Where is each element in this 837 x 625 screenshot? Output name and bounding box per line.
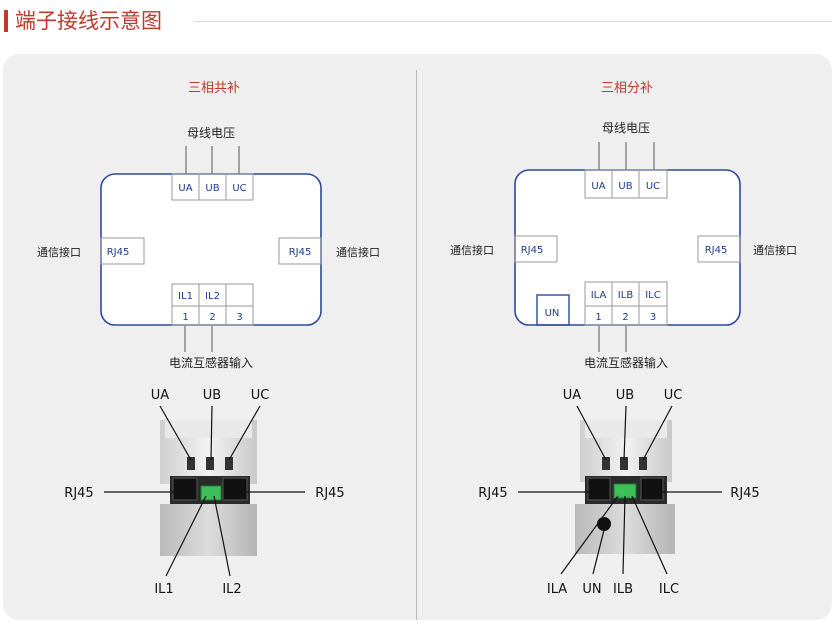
- right-photo-callouts: UA UB UC RJ45 RJ45 ILA UN ILB ILC: [478, 388, 759, 597]
- left-cell-uc: [225, 173, 254, 201]
- right-comm-right-label: 通信接口: [753, 244, 797, 257]
- left-callout-il2: [213, 495, 231, 577]
- left-rj45-left-cell: [100, 237, 145, 265]
- panel-divider: [416, 70, 417, 620]
- right-device-photo: [575, 420, 675, 554]
- right-rj45-left-cell: [514, 235, 558, 263]
- left-cell-uc-text: UC: [232, 183, 246, 194]
- left-photo-terminal-ua: [187, 457, 195, 470]
- right-photo-label-ub: UB: [616, 388, 634, 403]
- right-callout-un: [592, 529, 605, 575]
- right-photo-label-un: UN: [582, 582, 601, 597]
- left-callout-ub: [210, 405, 213, 461]
- right-cell-ilc-text: ILC: [645, 290, 661, 301]
- right-photo-rj45-left-port: [587, 477, 611, 501]
- left-comm-right-label: 通信接口: [336, 246, 380, 259]
- left-photo-ct-terminal: [200, 485, 222, 501]
- left-photo-label-il1: IL1: [154, 582, 173, 597]
- right-cell-num3-text: 3: [650, 312, 656, 323]
- left-photo-terminal-ub: [206, 457, 214, 470]
- right-photo-label-ilb: ILB: [613, 582, 633, 597]
- right-photo-label-ilc: ILC: [659, 582, 679, 597]
- left-photo-lower: [160, 504, 257, 556]
- right-cell-num3: [638, 305, 668, 326]
- right-cell-uc: [638, 169, 668, 199]
- left-photo-terminal-uc: [225, 457, 233, 470]
- right-photo-terminal-ua: [602, 457, 610, 470]
- right-rj45-right-text: RJ45: [705, 245, 728, 256]
- right-photo-terminal-uc: [639, 457, 647, 470]
- right-diagram: 三相分补 母线电压 UA UB UC RJ45 RJ45 UN ILA ILB …: [450, 81, 797, 370]
- right-cell-un-text: UN: [545, 308, 560, 319]
- right-photo-ct-terminal: [613, 483, 637, 499]
- right-callout-ila: [560, 495, 619, 575]
- right-cell-ila-text: ILA: [591, 290, 607, 301]
- right-cell-un: [536, 294, 570, 326]
- right-photo-label-rj45-left: RJ45: [478, 486, 507, 501]
- left-photo-label-il2: IL2: [222, 582, 241, 597]
- header-accent-bar: [4, 10, 8, 32]
- right-callout-uc: [642, 405, 673, 461]
- right-cell-ua-text: UA: [591, 181, 605, 192]
- left-photo-rj45-left-port: [172, 477, 198, 501]
- left-ct-input-label: 电流互感器输入: [169, 355, 253, 370]
- right-callout-ua: [576, 405, 607, 461]
- left-rj45-left-text: RJ45: [107, 247, 130, 258]
- left-cell-num3-text: 3: [236, 312, 242, 323]
- right-bus-voltage-label: 母线电压: [602, 121, 650, 135]
- left-photo-label-uc: UC: [251, 388, 270, 403]
- right-rj45-left-text: RJ45: [521, 245, 544, 256]
- left-cell-ua-text: UA: [178, 183, 192, 194]
- right-photo-top-face: [585, 420, 667, 438]
- left-photo-callouts: UA UB UC RJ45 RJ45 IL1 IL2: [64, 388, 344, 597]
- left-cell-ub-text: UB: [205, 183, 219, 194]
- left-cell-il1-text: IL1: [178, 291, 193, 302]
- header-rule: [194, 21, 832, 22]
- right-photo-label-rj45-right: RJ45: [730, 486, 759, 501]
- left-title: 三相共补: [188, 81, 240, 96]
- left-cell-num2-text: 2: [209, 312, 215, 323]
- section-title: 端子接线示意图: [15, 9, 162, 33]
- right-cell-uc-text: UC: [646, 181, 660, 192]
- right-ct-input-label: 电流互感器输入: [584, 355, 668, 370]
- left-photo-label-ub: UB: [203, 388, 221, 403]
- right-cell-num1-text: 1: [595, 312, 601, 323]
- left-callout-ua: [159, 405, 192, 461]
- right-rj45-right-cell: [697, 235, 741, 263]
- section-header: 端子接线示意图: [4, 8, 832, 34]
- left-bus-voltage-label: 母线电压: [187, 126, 235, 140]
- right-photo-label-ua: UA: [563, 388, 582, 403]
- left-cell-num1-text: 1: [182, 312, 188, 323]
- right-cell-ub-text: UB: [618, 181, 632, 192]
- right-photo-label-ila: ILA: [547, 582, 567, 597]
- right-cell-ilb-text: ILB: [618, 290, 634, 301]
- left-cell-il2-text: IL2: [205, 291, 220, 302]
- left-rj45-right-text: RJ45: [289, 247, 312, 258]
- left-comm-left-label: 通信接口: [37, 246, 81, 259]
- right-photo-rj45-right-port: [640, 477, 664, 501]
- left-diagram: 三相共补 母线电压 UA UB UC RJ45 RJ45 IL1 IL2 1 2: [37, 81, 380, 370]
- left-callout-uc: [228, 405, 261, 461]
- right-callout-ilc: [631, 495, 668, 575]
- left-cell-num3: [225, 305, 254, 326]
- right-cell-num2-text: 2: [622, 312, 628, 323]
- right-title: 三相分补: [601, 81, 653, 96]
- left-photo-label-rj45-left: RJ45: [64, 486, 93, 501]
- left-callout-il1: [165, 495, 207, 577]
- left-photo-rj45-right-port: [222, 477, 248, 501]
- right-photo-terminal-ub: [620, 457, 628, 470]
- left-rj45-right-cell: [278, 237, 322, 265]
- left-photo-top-face: [165, 420, 252, 438]
- right-comm-left-label: 通信接口: [450, 244, 494, 257]
- right-photo-label-uc: UC: [664, 388, 683, 403]
- left-photo-label-ua: UA: [151, 388, 170, 403]
- right-callout-ilb: [622, 495, 626, 575]
- right-photo-un-terminal: [597, 517, 611, 531]
- left-device-photo: [160, 420, 257, 556]
- left-photo-label-rj45-right: RJ45: [315, 486, 344, 501]
- diagram-panel: [3, 54, 832, 620]
- right-callout-ub: [623, 405, 627, 461]
